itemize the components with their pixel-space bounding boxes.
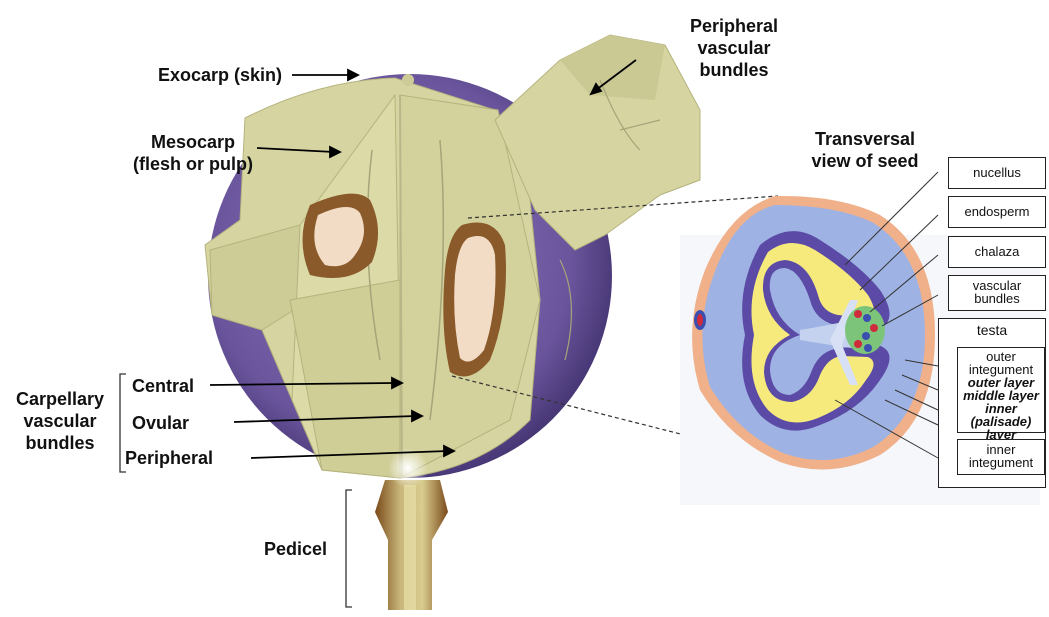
label-mesocarp-line1: Mesocarp <box>151 132 235 152</box>
box-endosperm: endosperm <box>948 196 1046 228</box>
label-cvb-line3: bundles <box>25 433 94 453</box>
box-nucellus-text: nucellus <box>949 158 1045 188</box>
label-ovular: Ovular <box>132 412 189 434</box>
box-endosperm-text: endosperm <box>949 197 1045 227</box>
label-central: Central <box>132 375 194 397</box>
label-cvb-line2: vascular <box>23 411 96 431</box>
box-chalaza-text: chalaza <box>949 237 1045 267</box>
pedicel <box>375 480 448 610</box>
box-chalaza: chalaza <box>948 236 1046 268</box>
label-pvb-line3: bundles <box>699 60 768 80</box>
label-exocarp: Exocarp (skin) <box>158 64 282 86</box>
label-transversal-view: Transversal view of seed <box>800 128 930 172</box>
box-nucellus: nucellus <box>948 157 1046 189</box>
label-transversal-line1: Transversal <box>815 129 915 149</box>
seed-left <box>303 194 379 278</box>
label-peripheral-vascular-bundles: Peripheral vascular bundles <box>680 15 788 81</box>
box-inner-line2: integument <box>958 456 1044 469</box>
box-vascular-line2: bundles <box>949 292 1045 305</box>
label-transversal-line2: view of seed <box>811 151 918 171</box>
label-pvb-line1: Peripheral <box>690 16 778 36</box>
box-testa-title: testa <box>939 324 1045 337</box>
box-testa: testa outer integument outer layer middl… <box>938 318 1046 488</box>
berry <box>205 35 700 610</box>
label-mesocarp: Mesocarp (flesh or pulp) <box>133 131 253 175</box>
label-peripheral: Peripheral <box>125 447 213 469</box>
label-cvb-line1: Carpellary <box>16 389 104 409</box>
label-carpellary-vascular-bundles: Carpellary vascular bundles <box>8 388 112 454</box>
label-pedicel: Pedicel <box>264 538 327 560</box>
box-inner-integument: inner integument <box>957 439 1045 475</box>
label-pvb-line2: vascular <box>697 38 770 58</box>
label-mesocarp-line2: (flesh or pulp) <box>133 154 253 174</box>
box-vascular-bundles: vascular bundles <box>948 275 1046 311</box>
box-inner-palisade: inner (palisade) <box>958 402 1044 428</box>
box-outer-integument: outer integument outer layer middle laye… <box>957 347 1045 433</box>
